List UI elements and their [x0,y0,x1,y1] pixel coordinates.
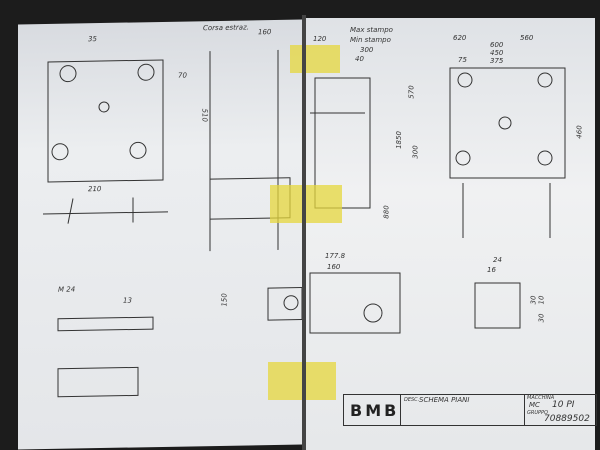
label-460: 460 [575,125,584,139]
label-10: 10 [537,295,546,305]
label-620: 620 [453,34,467,42]
label-corsa-val: 160 [258,28,272,37]
label-75: 75 [458,56,467,64]
label-1778: 177.8 [325,252,346,260]
label-210: 210 [88,185,102,194]
label-16: 16 [487,266,496,274]
label-300b: 300 [411,145,420,159]
title-block: BMB DESC. SCHEMA PIANI MACCHINA MC 10 PI… [343,394,597,426]
machine-value: 10 PI [552,400,575,410]
right-sheet-linework [309,67,566,334]
drawing-sheet-left: Corsa estraz. 160 35 70 510 210 M 24 13 … [18,19,302,450]
label-13: 13 [123,296,132,305]
label-35: 35 [88,35,97,44]
label-150: 150 [220,293,229,307]
group-value: 70889502 [544,414,590,424]
machine-prefix: MC [529,401,540,409]
tape-top [290,45,340,73]
label-70: 70 [178,71,187,80]
label-120: 120 [313,35,327,43]
label-40: 40 [355,55,364,63]
desc-label: DESC. [404,397,420,403]
label-375: 375 [490,57,504,65]
machine-label: MACCHINA [527,395,555,401]
label-1850: 1850 [394,131,403,149]
label-160: 160 [327,263,341,271]
label-450: 450 [490,49,504,57]
label-30b: 30 [537,313,546,323]
label-max-stampo: Max stampo [350,26,393,34]
drawing-sheet-right: Max stampo Min stampo 120 300 40 620 560… [305,18,597,450]
logo-bmb: BMB [350,401,400,420]
label-600: 600 [490,41,504,49]
tape-middle [270,185,342,223]
sheet-seam [302,15,306,450]
label-24: 24 [493,256,502,264]
left-sheet-linework [43,49,302,398]
label-corsa: Corsa estraz. [203,23,249,33]
desc-value: SCHEMA PIANI [419,396,470,404]
label-570: 570 [407,85,416,99]
label-30: 30 [529,295,538,305]
group-label: GRUPPO [527,410,548,416]
label-300: 300 [360,46,374,54]
label-m24: M 24 [58,285,76,294]
label-560: 560 [520,34,534,42]
label-880: 880 [382,205,391,219]
label-510: 510 [200,108,209,122]
label-min-stampo: Min stampo [350,36,391,44]
